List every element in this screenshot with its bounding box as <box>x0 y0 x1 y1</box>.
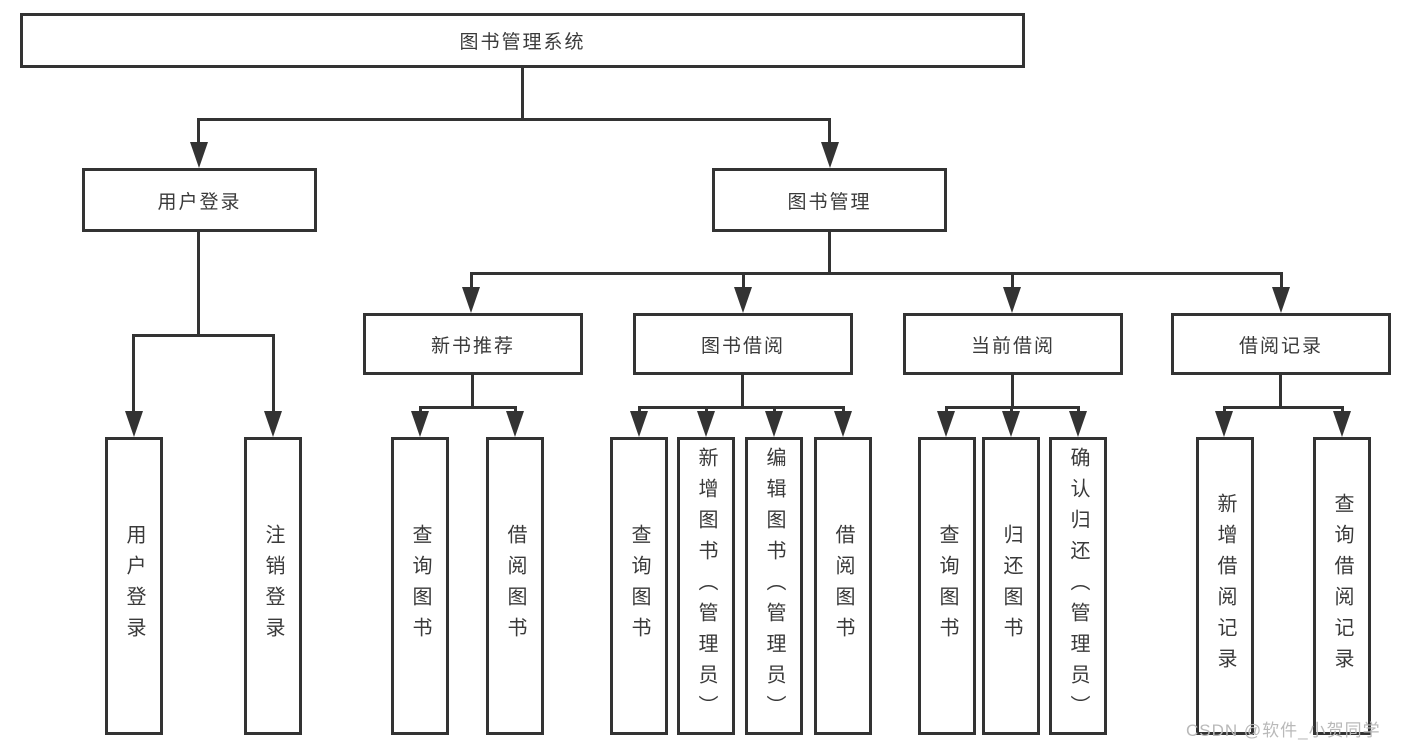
leaf-return-books: 归还图书 <box>982 437 1040 735</box>
node-user-login: 用户登录 <box>82 168 317 232</box>
leaf-label: 查询图书 <box>628 524 650 648</box>
csdn-watermark: CSDN @软件_小贺同学 <box>1186 721 1381 740</box>
leaf-query-books-borrow: 查询图书 <box>610 437 668 735</box>
arrowhead-bb-add-books <box>697 411 715 437</box>
connector-userlogin-branch <box>132 334 275 337</box>
leaf-add-books-admin: 新增图书（管理员） <box>677 437 735 735</box>
leaf-label: 归还图书 <box>1000 524 1022 648</box>
arrowhead-bb-edit-books <box>765 411 783 437</box>
leaf-label: 借阅图书 <box>504 524 526 648</box>
connector-bookmgmt-drop3 <box>1011 272 1014 290</box>
node-label: 图书借阅 <box>700 335 785 357</box>
connector-borrow-stem <box>741 375 744 408</box>
leaf-label: 注销登录 <box>262 524 284 648</box>
connector-root-stem <box>521 68 524 120</box>
leaf-label: 确认归还（管理员） <box>1067 446 1089 726</box>
arrowhead-leaf-logout <box>264 411 282 437</box>
node-label: 图书管理 <box>787 191 872 213</box>
node-book-management: 图书管理 <box>712 168 947 232</box>
connector-root-branch <box>197 118 831 121</box>
leaf-borrow-books-recommend: 借阅图书 <box>486 437 544 735</box>
connector-bookmgmt-drop1 <box>470 272 473 290</box>
node-label: 图书管理系统 <box>459 32 586 53</box>
arrowhead-nb-borrow-books <box>506 411 524 437</box>
arrowhead-cb-query-books <box>937 411 955 437</box>
leaf-borrow-books: 借阅图书 <box>814 437 872 735</box>
connector-newbook-stem <box>471 375 474 408</box>
connector-userlogin-drop2 <box>272 334 275 414</box>
arrowhead-bb-borrow-books <box>834 411 852 437</box>
connector-root-right-drop <box>828 118 831 148</box>
connector-current-stem <box>1011 375 1014 408</box>
node-label: 当前借阅 <box>970 335 1055 357</box>
arrowhead-cb-confirm-return <box>1069 411 1087 437</box>
leaf-logout: 注销登录 <box>244 437 302 735</box>
connector-userlogin-stem <box>197 232 200 336</box>
arrowhead-br-add-record <box>1215 411 1233 437</box>
node-label: 用户登录 <box>157 191 242 213</box>
connector-bookmgmt-drop4 <box>1280 272 1283 290</box>
leaf-query-books-recommend: 查询图书 <box>391 437 449 735</box>
arrowhead-book-management <box>821 142 839 168</box>
node-book-borrow: 图书借阅 <box>633 313 853 375</box>
arrowhead-bb-query-books <box>630 411 648 437</box>
connector-newbook-branch <box>419 406 517 409</box>
arrowhead-new-book-recommend <box>462 287 480 313</box>
connector-borrow-branch <box>638 406 844 409</box>
leaf-confirm-return-admin: 确认归还（管理员） <box>1049 437 1107 735</box>
connector-bookmgmt-branch <box>470 272 1282 275</box>
connector-bookmgmt-drop2 <box>742 272 745 290</box>
arrowhead-user-login <box>190 142 208 168</box>
leaf-label: 编辑图书（管理员） <box>763 446 785 726</box>
leaf-label: 用户登录 <box>123 524 145 648</box>
arrowhead-borrow-records <box>1272 287 1290 313</box>
node-root: 图书管理系统 <box>20 13 1025 68</box>
connector-records-branch <box>1223 406 1343 409</box>
arrowhead-cb-return-books <box>1002 411 1020 437</box>
node-label: 新书推荐 <box>430 335 515 357</box>
leaf-label: 新增图书（管理员） <box>695 446 717 726</box>
connector-bookmgmt-stem <box>828 232 831 274</box>
leaf-edit-books-admin: 编辑图书（管理员） <box>745 437 803 735</box>
leaf-query-borrow-record: 查询借阅记录 <box>1313 437 1371 735</box>
leaf-query-books-current: 查询图书 <box>918 437 976 735</box>
leaf-label: 新增借阅记录 <box>1214 493 1236 679</box>
node-current-borrow: 当前借阅 <box>903 313 1123 375</box>
leaf-label: 查询图书 <box>409 524 431 648</box>
arrowhead-book-borrow <box>734 287 752 313</box>
connector-records-stem <box>1279 375 1282 408</box>
arrowhead-current-borrow <box>1003 287 1021 313</box>
arrowhead-br-query-record <box>1333 411 1351 437</box>
leaf-label: 查询借阅记录 <box>1331 493 1353 679</box>
connector-root-left-drop <box>197 118 200 148</box>
leaf-add-borrow-record: 新增借阅记录 <box>1196 437 1254 735</box>
leaf-user-login: 用户登录 <box>105 437 163 735</box>
connector-userlogin-drop1 <box>132 334 135 414</box>
leaf-label: 借阅图书 <box>832 524 854 648</box>
arrowhead-nb-query-books <box>411 411 429 437</box>
leaf-label: 查询图书 <box>936 524 958 648</box>
node-borrow-records: 借阅记录 <box>1171 313 1391 375</box>
node-label: 借阅记录 <box>1238 335 1323 357</box>
node-new-book-recommend: 新书推荐 <box>363 313 583 375</box>
arrowhead-leaf-user-login <box>125 411 143 437</box>
